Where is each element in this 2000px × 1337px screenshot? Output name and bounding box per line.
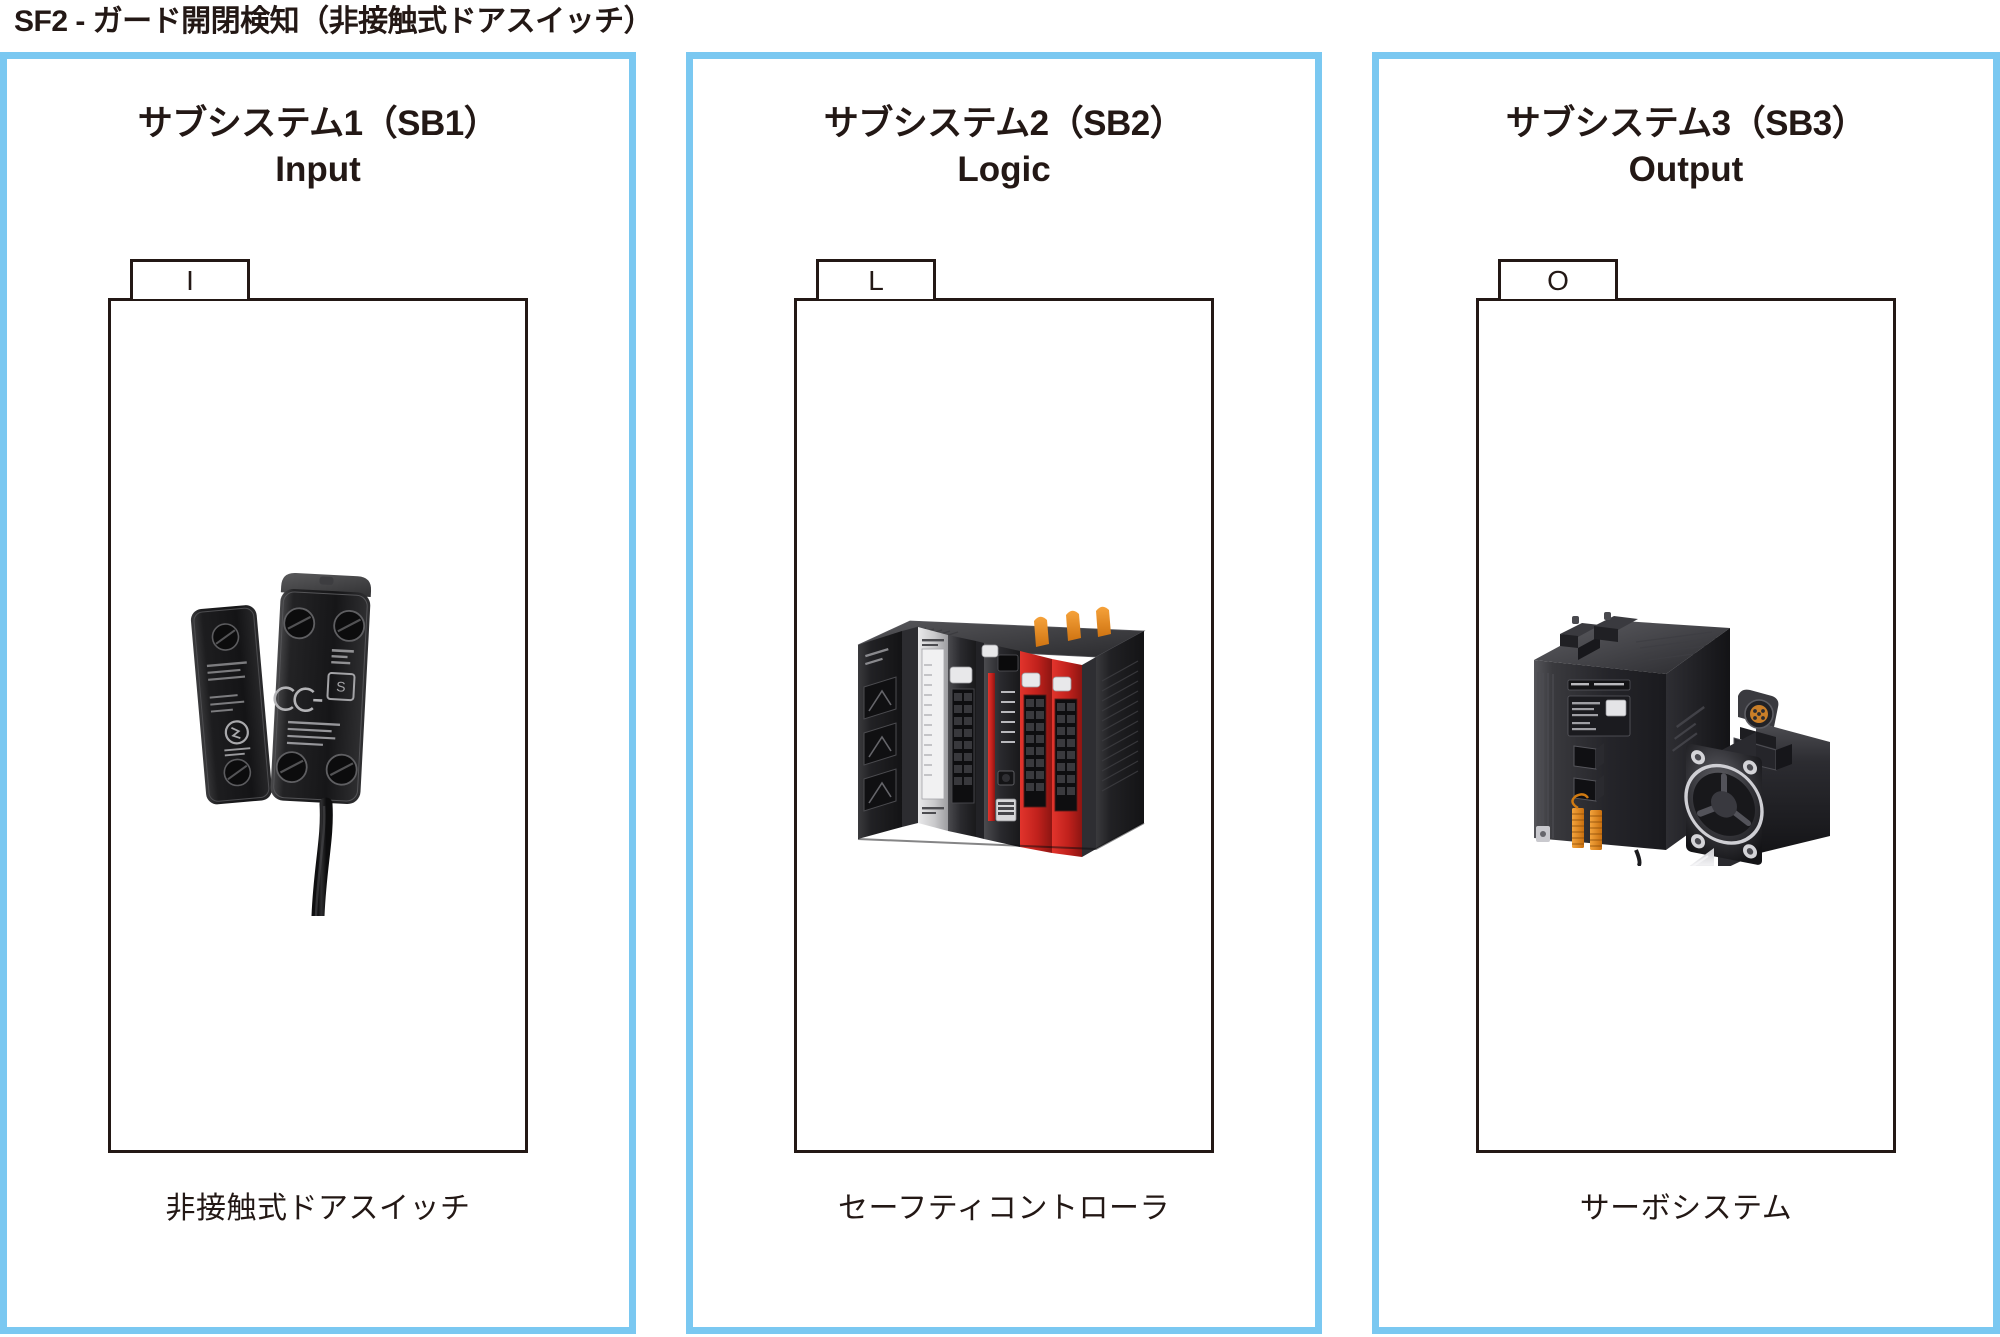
subsystem-3-heading: サブシステム3（SB3） [1505,104,1867,143]
subsystem-1-heading-block: サブシステム1（SB1） Input [138,101,499,193]
subsystem-panel-2: サブシステム2（SB2） Logic L [686,52,1322,1334]
subsystem-2-heading-block: サブシステム2（SB2） Logic [824,101,1185,193]
subsystem-2-heading: サブシステム2（SB2） [823,104,1185,143]
subsystem-3-heading-block: サブシステム3（SB3） Output [1506,101,1867,193]
subsystem-1-heading: サブシステム1（SB1） [137,104,499,143]
servo-system-icon [1534,611,1830,866]
subsystem-3-caption: サーボシステム [1579,1192,1793,1226]
subsystem-panel-3: サブシステム3（SB3） Output O [1372,52,2000,1334]
subsystem-1-box-wrap: I [108,259,528,1154]
subsystem-2-caption: セーフティコントローラ [838,1192,1170,1226]
subsystem-1-subheading: Input [275,150,361,190]
subsystem-3-box-wrap: O [1476,259,1896,1154]
subsystem-1-tab: I [130,259,250,300]
subsystem-2-box-wrap: L [794,259,1214,1154]
subsystem-2-tab: L [816,259,936,300]
non-contact-door-switch-icon: S [190,572,372,916]
subsystem-3-subheading: Output [1628,150,1744,190]
subsystem-3-tab: O [1498,259,1618,300]
svg-text:S: S [336,678,346,694]
subsystem-3-box [1476,298,1896,1154]
subsystem-2-subheading: Logic [957,150,1051,190]
subsystem-3-tab-label: O [1547,264,1569,296]
subsystem-2-tab-label: L [868,264,884,296]
page-title: SF2 - ガード開閉検知（非接触式ドアスイッチ） [14,5,654,38]
subsystem-1-tab-label: I [186,264,194,296]
subsystem-2-box [794,298,1214,1154]
subsystem-1-caption: 非接触式ドアスイッチ [165,1192,471,1226]
safety-controller-icon [857,606,1146,857]
subsystem-panel-row: サブシステム1（SB1） Input I [0,52,2000,1334]
subsystem-1-box: S [108,298,528,1154]
subsystem-panel-1: サブシステム1（SB1） Input I [0,52,636,1334]
